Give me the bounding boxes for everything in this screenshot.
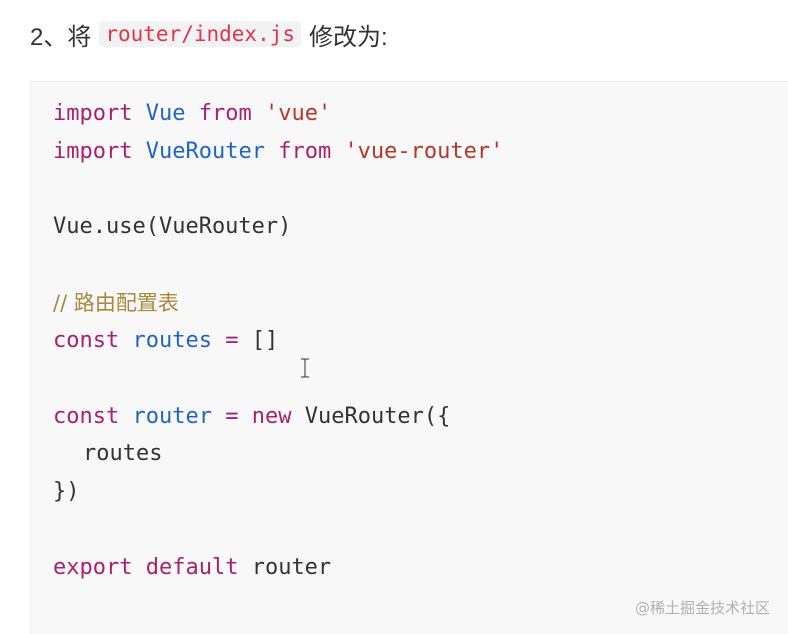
string-vue: 'vue' (264, 101, 332, 126)
keyword-const: const (53, 328, 120, 353)
identifier-router: router (132, 404, 212, 429)
code-line-3: Vue.use(VueRouter) (53, 214, 292, 239)
keyword-const: const (53, 404, 120, 429)
identifier-vue: Vue (145, 101, 186, 126)
array-literal: [] (251, 328, 279, 353)
inline-code-filename: router/index.js (99, 21, 302, 47)
operator-equals: = (225, 328, 239, 353)
keyword-import: import (53, 101, 133, 126)
watermark: @稀土掘金技术社区 (634, 599, 770, 617)
code-comment: // 路由配置表 (53, 291, 179, 315)
code-line-8: }) (53, 479, 80, 504)
operator-equals: = (225, 404, 239, 429)
string-vue-router: 'vue-router' (344, 139, 504, 164)
keyword-from: from (278, 139, 332, 164)
constructor-call: VueRouter({ (304, 404, 451, 429)
code-block[interactable]: import Vue from 'vue' import VueRouter f… (30, 81, 788, 634)
keyword-new: new (251, 404, 292, 429)
keyword-from: from (198, 101, 252, 126)
identifier-router: router (251, 555, 332, 580)
code-line-1: import Vue from 'vue' (53, 99, 331, 129)
code-line-6: const router = new VueRouter({ (53, 402, 450, 432)
code-line-2: import VueRouter from 'vue-router' (53, 137, 503, 167)
heading-suffix: 修改为: (309, 23, 388, 51)
identifier-routes: routes (132, 328, 212, 353)
code-line-7: routes (83, 441, 163, 466)
keyword-default: default (145, 555, 239, 580)
identifier-vuerouter: VueRouter (145, 139, 265, 164)
code-line-5: const routes = [] (53, 326, 278, 356)
step-heading: 2、将 router/index.js 修改为: (30, 14, 388, 54)
keyword-export: export (53, 555, 133, 580)
text-cursor-icon (301, 358, 309, 378)
code-line-9: export default router (53, 553, 331, 583)
keyword-import: import (53, 139, 133, 164)
heading-prefix: 2、将 (30, 23, 92, 51)
